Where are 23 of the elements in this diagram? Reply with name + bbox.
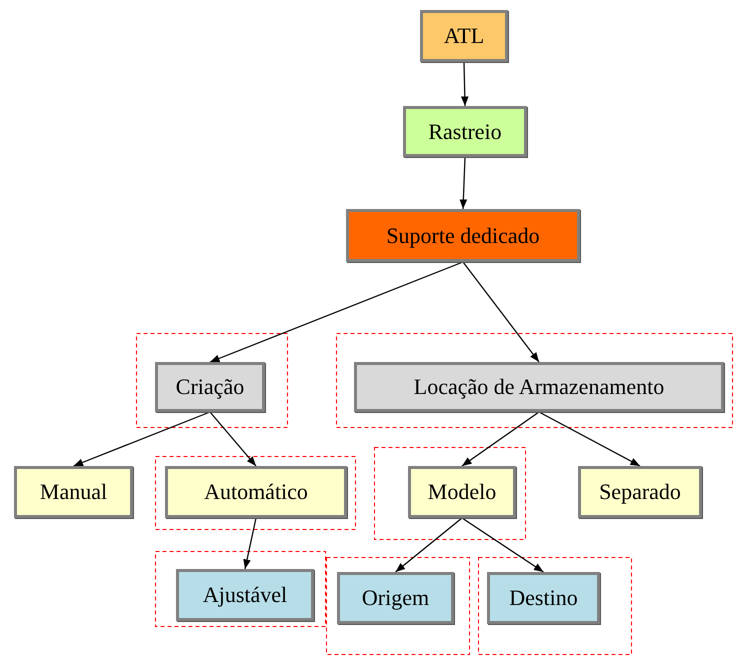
arrow <box>210 261 464 363</box>
process-box: Manual <box>14 466 133 518</box>
arrow <box>462 518 544 572</box>
arrow <box>538 411 640 467</box>
arrow <box>460 156 468 210</box>
process-box: Destino <box>487 572 600 624</box>
arrow <box>462 262 540 362</box>
process-box: Suporte dedicado <box>346 209 580 262</box>
arrow <box>243 518 257 570</box>
process-box: Origem <box>337 572 454 624</box>
process-box: Criação <box>155 362 265 412</box>
process-box: Separado <box>578 466 702 518</box>
process-box: ATL <box>420 10 508 62</box>
arrow <box>73 411 210 467</box>
process-box: Ajustável <box>176 569 314 621</box>
arrow <box>210 412 256 466</box>
process-box: Locação de Armazenamento <box>354 362 724 412</box>
process-box: Modelo <box>408 466 516 518</box>
arrow <box>462 412 540 466</box>
process-box: Rastreio <box>403 106 527 157</box>
arrow <box>460 62 469 106</box>
process-box: Automático <box>165 466 347 518</box>
arrow <box>395 518 462 572</box>
